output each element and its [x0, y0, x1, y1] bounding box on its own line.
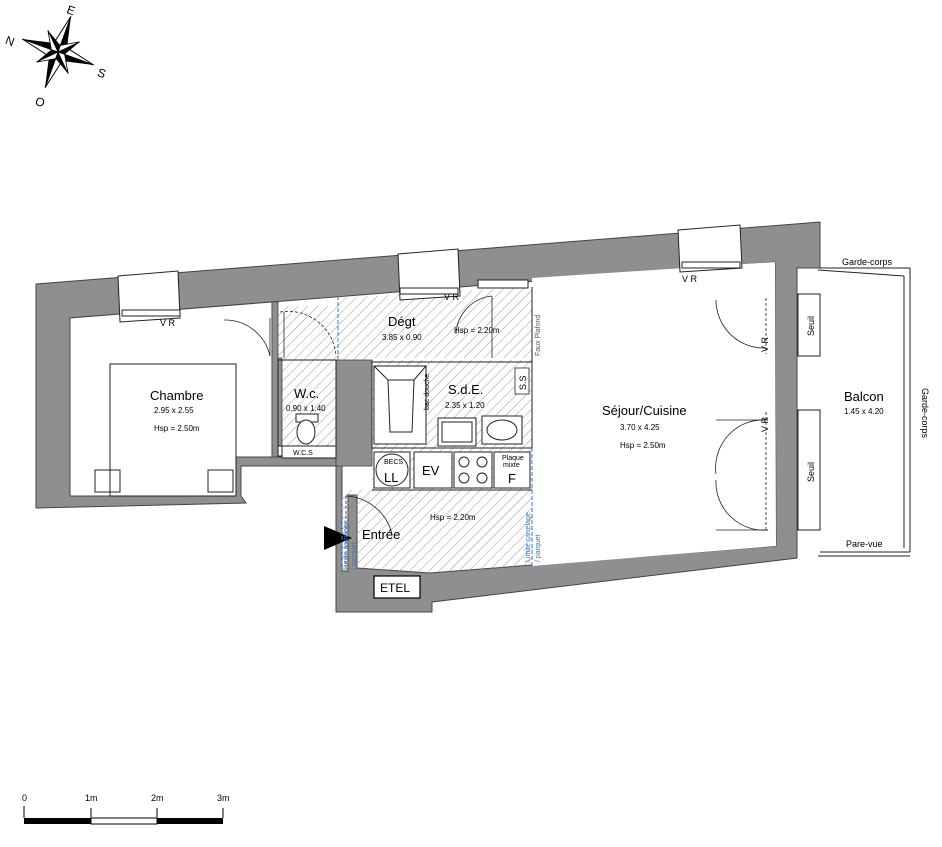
ss-label: S.S [518, 375, 528, 390]
etel-label: ETEL [380, 581, 410, 595]
kitchen-appliances [373, 451, 531, 489]
bed [94, 363, 237, 497]
room-hsp-entree: Hsp = 2.20m [430, 513, 476, 522]
wcs-label: W.C.S [293, 450, 313, 457]
ss-box [514, 367, 530, 395]
mixte-label: mixte [503, 462, 520, 469]
limite-label-right-2: / parquet [535, 534, 542, 562]
wcs-panel [281, 445, 337, 459]
scale-bar [23, 806, 224, 825]
scale-tick-3: 3m [217, 793, 230, 803]
compass-e-label: E [65, 2, 77, 18]
room-outlines [277, 287, 533, 491]
vr-label-degt: V R [444, 292, 460, 302]
seuil-label-2: Seuil [806, 462, 816, 482]
scale-tick-1: 1m [85, 793, 98, 803]
toilet-bowl [296, 419, 316, 445]
limite-label-left-1: Limite carrelage [343, 520, 350, 570]
f-label: F [508, 471, 516, 486]
room-name-balcon: Balcon [844, 389, 884, 404]
windows [117, 224, 743, 323]
shower-tray [373, 365, 427, 445]
vr-label-sejour: V R [682, 274, 698, 284]
compass-o-label: O [33, 94, 47, 110]
vr-label-door1: V R [760, 336, 770, 352]
balcony [797, 267, 911, 557]
ll-label: LL [384, 470, 398, 485]
door-swings [223, 295, 769, 570]
seuil-label-1: Seuil [806, 316, 816, 336]
room-name-degt: Dégt [388, 314, 416, 329]
scale-tick-0: 0 [22, 793, 27, 803]
room-name-entree: Entrée [362, 527, 400, 542]
pare-vue-label: Pare-vue [846, 539, 883, 549]
room-hsp-chambre: Hsp = 2.50m [154, 424, 200, 433]
sanitary-fixtures [281, 365, 523, 459]
faux-plafond-label: Faux Plafond [535, 315, 542, 356]
limite-label-right-1: Limite carrelage [525, 512, 532, 562]
limite-label-left-2: / parquet [351, 542, 358, 570]
douche-label: bac douche [424, 374, 431, 410]
washbasin [481, 415, 523, 445]
room-hsp-degt: Hsp = 2.20m [454, 326, 500, 335]
vr-label-chambre: V R [160, 318, 176, 328]
compass-n-label: N [4, 33, 17, 49]
water-heater-circle [375, 453, 409, 487]
room-dims-chambre: 2.95 x 2.55 [154, 406, 194, 415]
room-name-sde: S.d.E. [448, 382, 483, 397]
room-dims-wc: 0.90 x 1.40 [286, 404, 326, 413]
sejour-floor [532, 262, 776, 566]
etel-box [373, 575, 421, 599]
entry-arrow [324, 526, 352, 550]
room-name-wc: W.c. [294, 386, 319, 401]
room-dims-sde: 2.35 x 1.20 [445, 401, 485, 410]
compass-rose [22, 16, 94, 88]
room-hsp-sejour: Hsp = 2.50m [620, 441, 666, 450]
vr-label-door2: V R [760, 416, 770, 432]
becs-label: BECS [384, 459, 403, 466]
room-name-chambre: Chambre [150, 388, 203, 403]
room-dims-balcon: 1.45 x 4.20 [844, 407, 884, 416]
garde-corps-side: Garde-corps [920, 388, 930, 439]
ev-label: EV [422, 463, 440, 478]
scale-tick-2: 2m [151, 793, 164, 803]
room-dims-sejour: 3.70 x 4.25 [620, 423, 660, 432]
garde-corps-top: Garde-corps [842, 257, 893, 267]
room-name-sejour: Séjour/Cuisine [602, 403, 687, 418]
compass-s-label: S [95, 65, 107, 81]
floor-limit-lines [337, 296, 533, 570]
partition-walls [271, 301, 373, 467]
washbasin-cabinet [437, 417, 477, 447]
room-dims-degt: 3.85 x 0.90 [382, 333, 422, 342]
plaque-label: Plaque [502, 455, 524, 462]
